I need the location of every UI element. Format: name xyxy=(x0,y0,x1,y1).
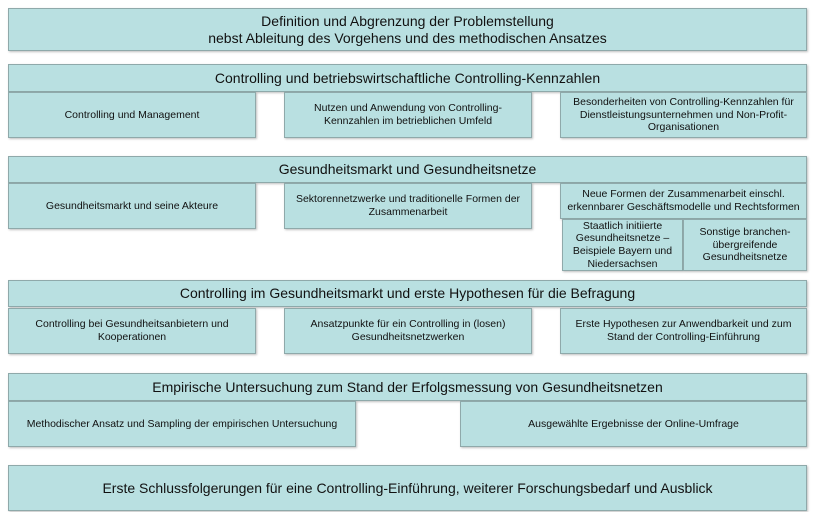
intro-line1: Definition und Abgrenzung der Problemste… xyxy=(261,12,554,29)
section4-item: Methodischer Ansatz und Sampling der emp… xyxy=(8,401,356,447)
section4-header: Empirische Untersuchung zum Stand der Er… xyxy=(8,373,807,401)
section2-item: Gesundheitsmarkt und seine Akteure xyxy=(8,183,256,229)
section1-item: Nutzen und Anwendung von Controlling-Ken… xyxy=(284,92,532,138)
section3-item: Controlling bei Gesundheitsanbietern und… xyxy=(8,308,256,354)
intro-line2: nebst Ableitung des Vorgehens und des me… xyxy=(208,29,607,46)
section4-item: Ausgewählte Ergebnisse der Online-Umfrag… xyxy=(460,401,807,447)
section2-item: Sektorennetzwerke und traditionelle Form… xyxy=(284,183,532,229)
section1-item: Controlling und Management xyxy=(8,92,256,138)
section3-item: Erste Hypothesen zur Anwendbarkeit und z… xyxy=(560,308,807,354)
section3-header: Controlling im Gesundheitsmarkt und erst… xyxy=(8,280,807,307)
section2-header: Gesundheitsmarkt und Gesundheitsnetze xyxy=(8,156,807,183)
section2-item: Neue Formen der Zusammenarbeit einschl. … xyxy=(560,183,807,219)
conclusion-box: Erste Schlussfolgerungen für eine Contro… xyxy=(8,465,807,511)
section2-subitem: Staatlich initiierte Gesundheitsnetze – … xyxy=(562,219,683,271)
section3-item: Ansatzpunkte für ein Controlling in (los… xyxy=(284,308,532,354)
intro-box: Definition und Abgrenzung der Problemste… xyxy=(8,8,807,51)
section1-header: Controlling und betriebswirtschaftliche … xyxy=(8,64,807,92)
section2-subitem: Sonstige branchen-übergreifende Gesundhe… xyxy=(683,219,807,271)
section1-item: Besonderheiten von Controlling-Kennzahle… xyxy=(560,92,807,138)
